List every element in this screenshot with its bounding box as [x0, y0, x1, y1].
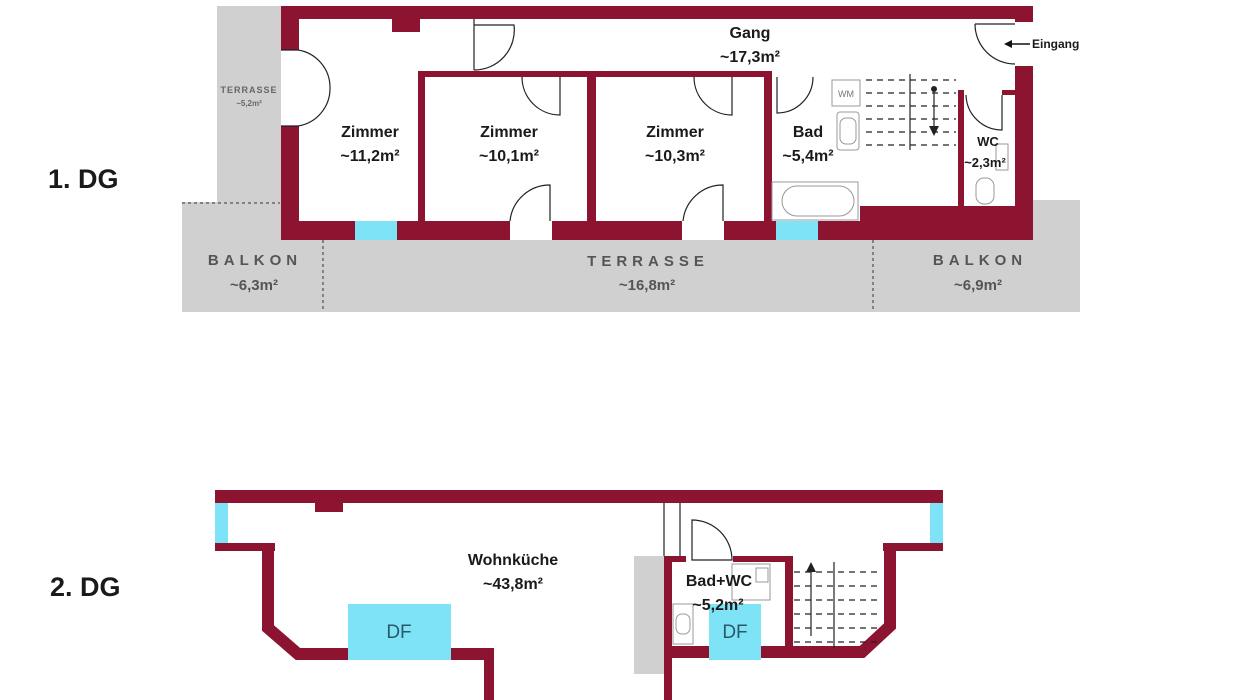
- doorgap-terrasse: [281, 50, 299, 126]
- room-wohnkueche-area: ~43,8m²: [483, 576, 543, 593]
- floor-title-dg2: 2. DG: [50, 572, 121, 602]
- doorgap-1: [510, 221, 552, 240]
- terrasse-name: TERRASSE: [587, 253, 709, 270]
- room-zimmer1-name: Zimmer: [341, 124, 399, 141]
- room-gang-name: Gang: [730, 25, 771, 42]
- balkon-right-area: ~6,9m²: [954, 277, 1002, 294]
- wall-right-ledge-dg2: [883, 543, 943, 551]
- room-zimmer1-area: ~11,2m²: [340, 148, 399, 165]
- room-wc-area: ~2,3m²: [964, 155, 1006, 170]
- room-badwc-name: Bad+WC: [686, 573, 753, 590]
- stairs-dg1: [866, 74, 956, 150]
- entrance-arrowhead: [1004, 40, 1012, 48]
- wall-bottom: [281, 221, 1033, 240]
- window-1: [355, 221, 397, 240]
- window-left-dg2: [215, 503, 228, 543]
- bathroom-fixtures-dg1: [771, 79, 1009, 221]
- wall-div-1: [418, 71, 425, 226]
- room-zimmer3-area: ~10,3m²: [645, 148, 705, 165]
- wall-bath-top2-dg2: [733, 556, 791, 562]
- washing-machine-label: WM: [838, 89, 854, 99]
- wall-wc-top: [1002, 90, 1017, 95]
- wall-chimney: [392, 19, 420, 32]
- room-zimmer2-area: ~10,1m²: [479, 148, 539, 165]
- wall-stair-left-dg2: [785, 556, 793, 652]
- outdoor-patch-dg2: [634, 556, 666, 674]
- door-bath-dg2: [663, 503, 733, 561]
- wall-stair-bottom: [860, 206, 1020, 226]
- skylight-left-label: DF: [386, 622, 411, 643]
- door-entrance: [974, 23, 1016, 65]
- terrasse-small-area-label: ~5,2m²: [236, 99, 262, 108]
- skylight-right-label: DF: [722, 622, 747, 643]
- terrasse-small-name: TERRASSE: [220, 85, 277, 95]
- door-wc: [965, 94, 1003, 131]
- terrasse-small-area: [217, 6, 281, 202]
- door-zimmer3: [693, 76, 733, 116]
- stairs-dg2: [794, 562, 882, 648]
- balkon-right-name: BALKON: [933, 252, 1027, 269]
- floor-1-dg: 1. DG Gang ~17,3m² Zimmer ~11,2m² Zimmer…: [48, 6, 1080, 312]
- balkon-left-area: ~6,3m²: [230, 277, 278, 294]
- wall-kitchen-right-dg2: [484, 648, 494, 700]
- room-badwc-area: ~5,2m²: [692, 597, 743, 614]
- window-2: [776, 221, 818, 240]
- skylight-right-dg2: [709, 604, 761, 660]
- balkon-left-name: BALKON: [208, 252, 302, 269]
- terrasse-area: ~16,8m²: [619, 277, 675, 294]
- room-bad-name: Bad: [793, 124, 823, 141]
- balkon-right-top: [1032, 200, 1080, 240]
- floor-title-dg1: 1. DG: [48, 164, 119, 194]
- entrance-label: Eingang: [1032, 37, 1079, 51]
- door-balcony-1: [509, 184, 551, 222]
- door-terrasse: [281, 49, 331, 127]
- room-wohnkueche-name: Wohnküche: [468, 552, 558, 569]
- wall-right-slope-dg2: [670, 548, 896, 658]
- wall-bath-left-dg2: [664, 556, 672, 700]
- floor-2-dg: 2. DG Wohnküche ~43,8m² Bad+WC ~5,2m² DF…: [50, 490, 943, 700]
- room-bad-area: ~5,4m²: [782, 148, 833, 165]
- wall-left-ledge-dg2: [215, 543, 275, 551]
- skylight-left-dg2: [348, 604, 451, 660]
- room-gang-area: ~17,3m²: [720, 49, 780, 66]
- room-zimmer3-name: Zimmer: [646, 124, 704, 141]
- wall-top-dg2: [215, 490, 943, 503]
- door-bad: [776, 76, 814, 114]
- wall-div-3: [764, 71, 772, 226]
- wall-entrance-lower: [1015, 66, 1033, 206]
- wall-div-2: [587, 71, 596, 226]
- wall-top: [281, 6, 1033, 19]
- bathroom-fixtures-dg2: [672, 563, 771, 645]
- wall-wc-left: [958, 90, 964, 206]
- doorgap-2: [682, 221, 724, 240]
- door-zimmer2: [521, 76, 561, 116]
- window-right-dg2: [930, 503, 943, 543]
- interior-dg1: [281, 6, 1033, 240]
- door-balcony-2: [682, 184, 724, 222]
- wall-bath-top-dg2: [664, 556, 686, 562]
- door-zimmer1: [473, 19, 515, 71]
- room-wc-name: WC: [977, 134, 999, 149]
- wall-chimney-dg2: [315, 503, 343, 512]
- room-zimmer2-name: Zimmer: [480, 124, 538, 141]
